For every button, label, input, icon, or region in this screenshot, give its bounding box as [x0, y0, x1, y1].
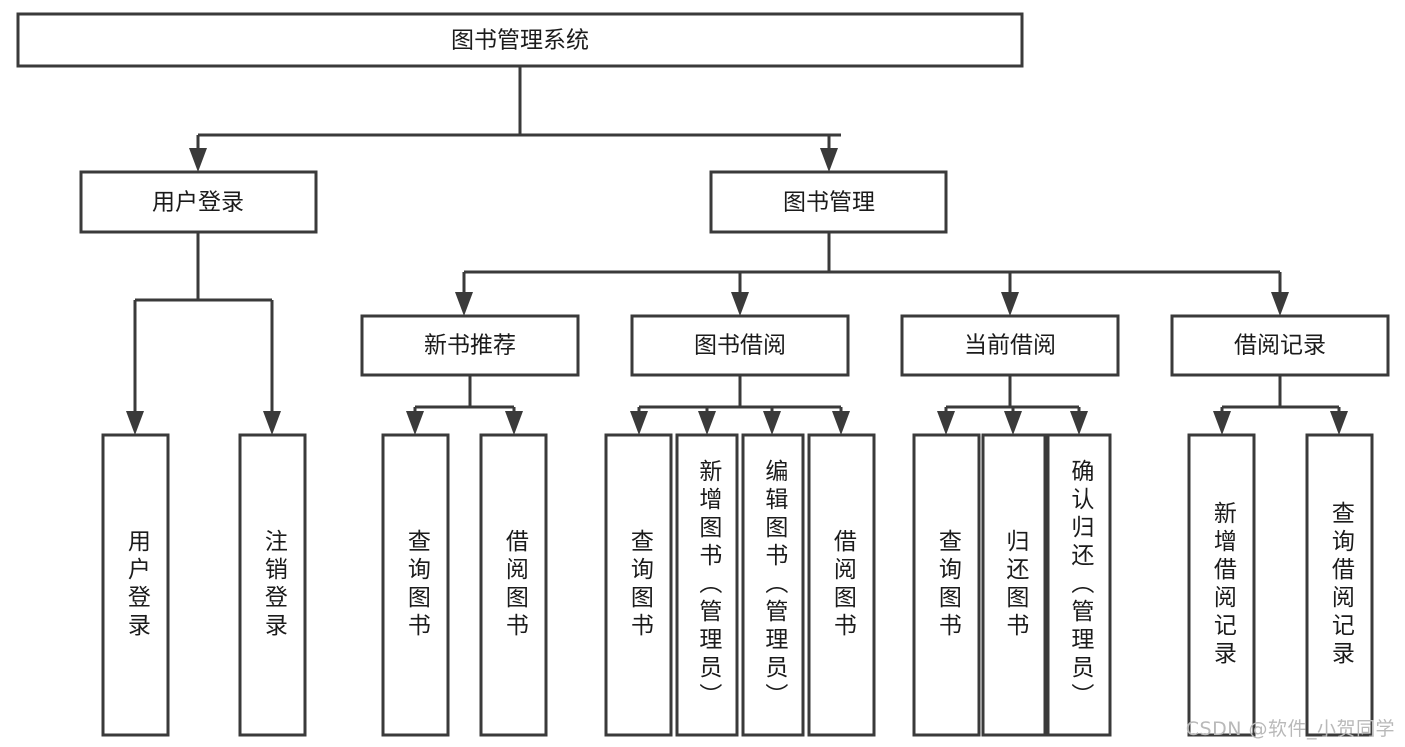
- node-current-borrow-box[interactable]: [900, 314, 1120, 377]
- connector-group-borrow-record-to-leaves: [1213, 375, 1348, 435]
- node-borrow-record-label: 借阅记录: [1234, 333, 1326, 359]
- leaf-box-book-borrow-lend[interactable]: [807, 433, 876, 737]
- leaf-box-book-borrow-edit[interactable]: [741, 433, 805, 737]
- leaf-box-current-borrow-query[interactable]: [912, 433, 981, 737]
- arrow-head-book-borrow-leaf-2: [698, 411, 716, 435]
- arrow-head-current-borrow-leaf-2: [1004, 411, 1022, 435]
- node-book-management[interactable]: 图书管理: [709, 170, 948, 234]
- leaf-box-new-book-borrow[interactable]: [479, 433, 548, 737]
- arrow-head-new-book: [455, 292, 473, 316]
- arrow-head-borrow-record-leaf-2: [1330, 411, 1348, 435]
- connector-group-new-book-to-leaves: [406, 375, 523, 435]
- node-root-label: 图书管理系统: [451, 28, 589, 54]
- node-book-borrow[interactable]: 图书借阅: [630, 314, 850, 377]
- node-new-book-recommend-box[interactable]: [360, 314, 580, 377]
- leaf-box-current-borrow-return[interactable]: [981, 433, 1047, 737]
- arrow-head-book-manage: [820, 148, 838, 172]
- arrow-head-user-login: [189, 148, 207, 172]
- connector-group-user-login-to-leaves: [126, 232, 281, 435]
- arrow-head-new-book-leaf-1: [406, 411, 424, 435]
- leaf-box-borrow-record-add[interactable]: [1187, 433, 1256, 737]
- arrow-head-book-borrow-leaf-3: [763, 411, 781, 435]
- leaf-box-user-login-logout[interactable]: [238, 433, 307, 737]
- leaf-box-current-borrow-confirm[interactable]: [1046, 433, 1112, 737]
- leaf-boxes-borrow-record: [1187, 433, 1374, 737]
- node-new-book-recommend[interactable]: 新书推荐: [360, 314, 580, 377]
- arrow-head-current-borrow-leaf-3: [1070, 411, 1088, 435]
- node-book-management-label: 图书管理: [783, 190, 875, 216]
- arrow-head-book-borrow-leaf-1: [630, 411, 648, 435]
- arrow-head-current-borrow-leaf-1: [937, 411, 955, 435]
- leaf-box-new-book-query[interactable]: [381, 433, 450, 737]
- node-book-borrow-label: 图书借阅: [694, 333, 786, 359]
- node-user-login-label: 用户登录: [152, 190, 244, 216]
- node-book-borrow-box[interactable]: [630, 314, 850, 377]
- node-user-login[interactable]: 用户登录: [79, 170, 318, 234]
- arrow-head-borrow-record: [1271, 292, 1289, 316]
- connector-group-book-manage-to-level2: [455, 232, 1289, 316]
- leaf-box-book-borrow-query[interactable]: [604, 433, 673, 737]
- connector-group-book-borrow-to-leaves: [630, 375, 850, 435]
- node-current-borrow[interactable]: 当前借阅: [900, 314, 1120, 377]
- leaf-box-user-login-login[interactable]: [101, 433, 170, 737]
- leaf-boxes-book-borrow: [604, 433, 876, 737]
- arrow-head-new-book-leaf-2: [505, 411, 523, 435]
- node-root-book-management-system[interactable]: 图书管理系统: [16, 12, 1024, 68]
- arrow-head-current-borrow: [1001, 292, 1019, 316]
- leaf-boxes-current-borrow: [912, 433, 1112, 737]
- node-current-borrow-label: 当前借阅: [964, 333, 1056, 359]
- arrow-head-book-borrow-leaf-4: [832, 411, 850, 435]
- node-root-box[interactable]: [16, 12, 1024, 68]
- node-book-management-box[interactable]: [709, 170, 948, 234]
- connector-group-current-borrow-to-leaves: [937, 375, 1088, 435]
- node-new-book-recommend-label: 新书推荐: [424, 333, 516, 359]
- arrow-head-user-login-leaf-1: [126, 411, 144, 435]
- node-user-login-box[interactable]: [79, 170, 318, 234]
- leaf-box-book-borrow-add[interactable]: [675, 433, 739, 737]
- node-borrow-record[interactable]: 借阅记录: [1170, 314, 1390, 377]
- arrow-head-user-login-leaf-2: [263, 411, 281, 435]
- node-borrow-record-box[interactable]: [1170, 314, 1390, 377]
- leaf-boxes-new-book-recommend: [381, 433, 548, 737]
- csdn-watermark: CSDN @软件_小贺同学: [1185, 718, 1395, 740]
- arrow-head-book-borrow: [731, 292, 749, 316]
- leaf-box-borrow-record-query[interactable]: [1305, 433, 1374, 737]
- arrow-head-borrow-record-leaf-1: [1213, 411, 1231, 435]
- leaf-boxes-user-login: [101, 433, 307, 737]
- connector-group-root-to-level1: [189, 66, 841, 172]
